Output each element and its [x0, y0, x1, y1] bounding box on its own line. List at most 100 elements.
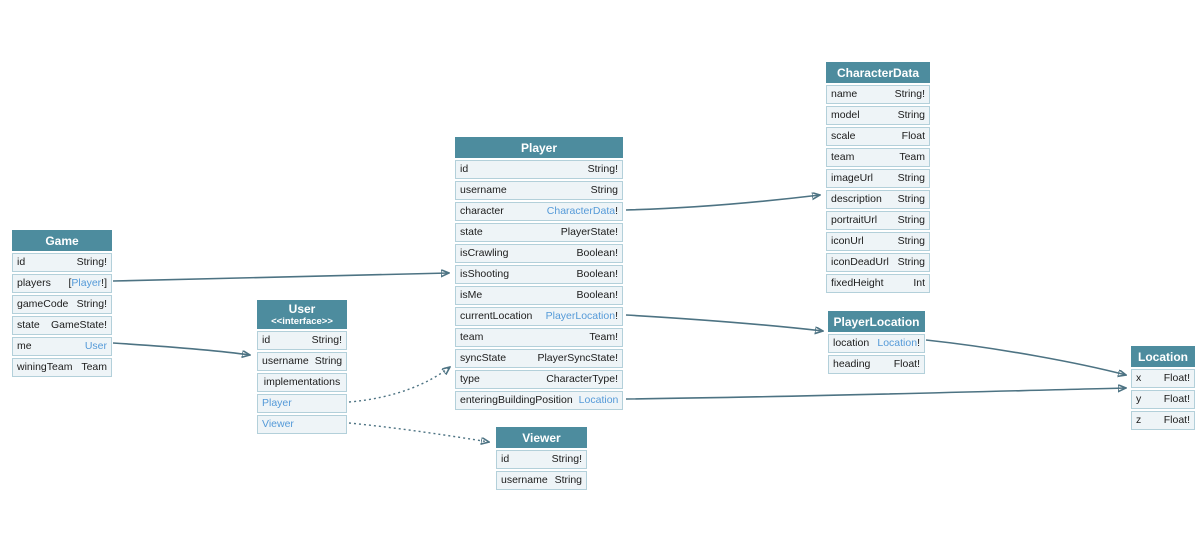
field-type-link[interactable]: Location [877, 337, 918, 349]
field-name: y [1136, 393, 1142, 405]
field-type: String [555, 472, 582, 489]
field-type: Float! [1164, 370, 1190, 387]
field-name: character [460, 205, 504, 217]
field-name: imageUrl [831, 172, 874, 184]
type-title-player[interactable]: Player [455, 137, 623, 158]
field-type: PlayerState! [561, 224, 618, 241]
implementation-type-link[interactable]: Viewer [262, 418, 294, 430]
type-title-viewer[interactable]: Viewer [496, 427, 587, 448]
field-type-text: String [897, 109, 925, 121]
field-type: String! [312, 332, 342, 349]
field-type-text: !] [101, 277, 107, 289]
implementation-type-link[interactable]: Player [262, 397, 292, 409]
field-type-link[interactable]: Location [578, 394, 619, 406]
field-name: username [262, 355, 309, 367]
field-type: Float [902, 128, 925, 145]
type-title-playerlocation[interactable]: PlayerLocation [828, 311, 925, 332]
type-title-user[interactable]: User<<interface>> [257, 300, 347, 329]
field-type: Boolean! [577, 266, 618, 283]
field-row[interactable]: username String [455, 181, 623, 200]
field-row[interactable]: players[Player!] [12, 274, 112, 293]
field-name: description [831, 193, 882, 205]
field-type-link[interactable]: User [84, 340, 107, 352]
implementations-label: implementations [263, 376, 341, 388]
field-type-link[interactable]: PlayerLocation [545, 310, 616, 322]
field-row[interactable]: username String [496, 471, 587, 490]
field-type-link[interactable]: Player [71, 277, 102, 289]
field-type: String! [77, 296, 107, 313]
edge-user-viewer-implementation [348, 422, 489, 442]
field-row[interactable]: currentLocation PlayerLocation! [455, 307, 623, 326]
field-type-text: String [590, 184, 618, 196]
field-type-text: String! [311, 334, 342, 346]
field-row[interactable]: team Team [826, 148, 930, 167]
field-type-text: PlayerState! [560, 226, 618, 238]
field-name: isCrawling [460, 247, 509, 259]
field-row[interactable]: gameCode String! [12, 295, 112, 314]
field-row[interactable]: enteringBuildingPosition Location [455, 391, 623, 410]
field-name: id [262, 334, 271, 346]
type-title-location[interactable]: Location [1131, 346, 1195, 367]
type-title-characterdata[interactable]: CharacterData [826, 62, 930, 83]
field-type: PlayerLocation! [546, 308, 618, 325]
implementation-row[interactable]: Viewer [257, 415, 347, 434]
field-name: enteringBuildingPosition [460, 394, 573, 406]
field-type-text: String [897, 214, 925, 226]
field-name: currentLocation [460, 310, 533, 322]
field-type: Boolean! [577, 287, 618, 304]
field-type: Team [899, 149, 925, 166]
implementations-label-row[interactable]: implementations [257, 373, 347, 392]
field-name: username [460, 184, 507, 196]
field-name: gameCode [17, 298, 69, 310]
field-row[interactable]: id String! [257, 331, 347, 350]
field-type: Team [81, 359, 107, 376]
field-type-text: Int [913, 277, 925, 289]
field-type-link[interactable]: CharacterData [546, 205, 616, 217]
edge-player-enteringbuildingposition-to-location [625, 388, 1126, 400]
field-type: String [898, 212, 925, 229]
type-title-game[interactable]: Game [12, 230, 112, 251]
field-name: team [831, 151, 855, 163]
field-name: username [501, 474, 548, 486]
implementation-row[interactable]: Player [257, 394, 347, 413]
field-type: String [591, 182, 618, 199]
